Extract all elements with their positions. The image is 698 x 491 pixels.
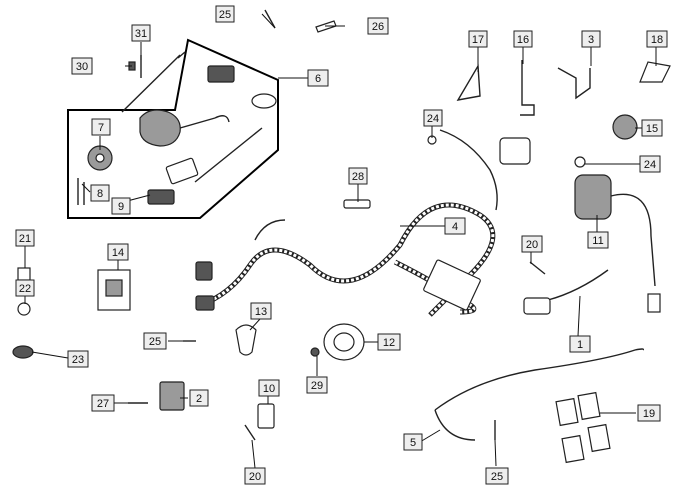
callout-label: 4 <box>452 221 458 233</box>
callout-c24a: 24 <box>423 109 443 127</box>
callout-c4: 4 <box>444 217 466 235</box>
callout-c5: 5 <box>403 433 423 451</box>
leader-lines <box>24 13 657 469</box>
callout-label: 19 <box>643 408 655 420</box>
callout-label: 9 <box>118 201 124 213</box>
callout-label: 30 <box>76 61 88 73</box>
callout-label: 25 <box>219 9 231 21</box>
callout-c9: 9 <box>111 197 131 215</box>
callout-c31: 31 <box>131 24 151 42</box>
callout-c20b: 20 <box>244 467 266 485</box>
callout-c17: 17 <box>468 30 488 48</box>
callout-label: 21 <box>19 233 31 245</box>
callout-c10: 10 <box>258 379 280 397</box>
callout-c8: 8 <box>90 184 110 202</box>
callout-label: 29 <box>311 380 323 392</box>
callout-label: 22 <box>19 283 31 295</box>
callout-c23: 23 <box>67 350 89 368</box>
callout-label: 2 <box>196 393 202 405</box>
callout-label: 14 <box>112 247 124 259</box>
callout-c27: 27 <box>91 394 115 412</box>
callout-label: 28 <box>352 171 364 183</box>
callout-label: 3 <box>588 34 594 46</box>
callout-c21: 21 <box>15 229 35 247</box>
callout-c30: 30 <box>71 57 93 75</box>
callout-label: 1 <box>577 339 583 351</box>
callout-label: 23 <box>72 354 84 366</box>
callout-c25a: 25 <box>215 5 235 23</box>
callout-label: 26 <box>372 21 384 33</box>
callout-c18: 18 <box>646 30 668 48</box>
callout-label: 27 <box>97 398 109 410</box>
callout-label: 12 <box>383 337 395 349</box>
callout-label: 15 <box>646 123 658 135</box>
callout-label: 8 <box>97 188 103 200</box>
callout-c3: 3 <box>581 30 601 48</box>
callout-c14: 14 <box>107 243 129 261</box>
callout-c16: 16 <box>513 30 533 48</box>
callout-label: 20 <box>526 239 538 251</box>
callout-c25b: 25 <box>143 332 167 350</box>
callout-label: 5 <box>410 437 416 449</box>
callout-label: 24 <box>427 113 439 125</box>
callout-label: 18 <box>651 34 663 46</box>
callout-label: 11 <box>592 235 603 247</box>
callout-label: 7 <box>98 122 104 134</box>
wiring-harness <box>195 129 531 317</box>
callout-c29: 29 <box>306 376 328 394</box>
callout-label: 31 <box>135 28 147 40</box>
callout-c22: 22 <box>15 279 35 297</box>
individual-parts <box>12 9 671 464</box>
callout-c7: 7 <box>91 118 111 136</box>
callout-label: 6 <box>315 73 321 85</box>
callout-label: 13 <box>255 306 267 318</box>
callout-label: 10 <box>263 383 275 395</box>
callout-label: 20 <box>249 471 261 483</box>
callout-c25c: 25 <box>485 467 509 485</box>
callout-c24b: 24 <box>639 155 661 173</box>
callout-c6: 6 <box>307 69 329 87</box>
callout-label: 25 <box>491 471 503 483</box>
callout-label: 17 <box>472 34 484 46</box>
kit-6-contents <box>77 51 277 205</box>
callout-label: 25 <box>149 336 161 348</box>
callout-label: 16 <box>517 34 529 46</box>
callout-c13: 13 <box>250 302 272 320</box>
callout-c11: 11 <box>587 231 609 249</box>
callout-c12: 12 <box>377 333 401 351</box>
callout-c2: 2 <box>189 389 209 407</box>
callout-label: 24 <box>644 159 656 171</box>
callout-c1: 1 <box>569 335 591 353</box>
callout-c28: 28 <box>348 167 368 185</box>
callout-c15: 15 <box>641 119 663 137</box>
callout-c19: 19 <box>637 404 661 422</box>
callout-c20a: 20 <box>521 235 543 253</box>
callout-c26: 26 <box>367 17 389 35</box>
